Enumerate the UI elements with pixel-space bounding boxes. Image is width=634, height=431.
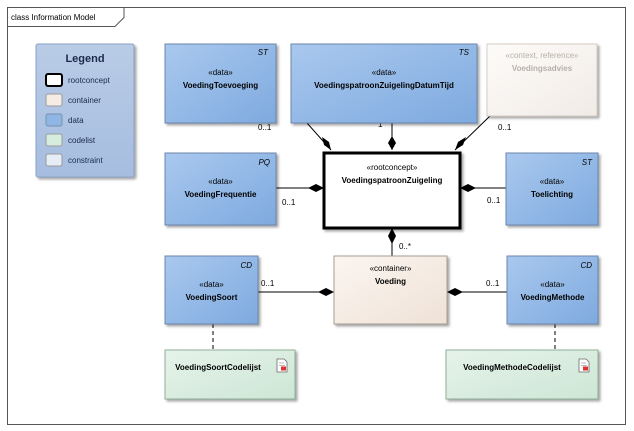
diamond-toevoeging	[322, 137, 331, 150]
diamond-methode	[447, 288, 463, 296]
class-datum-tijd[interactable]: TS «data» VoedingspatroonZuigelingDatumT…	[290, 43, 478, 124]
class-name: VoedingSoortCodelijst	[175, 363, 261, 372]
type-tag: PQ	[258, 158, 270, 167]
svg-text:container: container	[68, 96, 101, 105]
mult-methode: 0..1	[486, 279, 500, 288]
stereotype-label: «context, reference»	[506, 51, 579, 60]
svg-text:data: data	[68, 116, 84, 125]
diagram-frame	[7, 7, 626, 425]
type-tag: TS	[459, 48, 470, 57]
class-name: VoedingFrequentie	[185, 190, 257, 199]
diamond-soort	[318, 288, 334, 296]
diamond-frequentie	[308, 184, 324, 192]
frame-tab	[7, 7, 125, 27]
type-tag: CD	[240, 261, 252, 270]
mult-soort: 0..1	[261, 279, 275, 288]
diamond-voeding	[388, 228, 396, 244]
stereotype-label: «data»	[372, 68, 397, 77]
legend-item-constraint: constraint	[45, 153, 103, 167]
class-name: Toelichting	[531, 190, 573, 199]
mult-frequentie: 0..1	[282, 198, 296, 207]
class-toelichting[interactable]: ST «data» Toelichting	[505, 152, 599, 226]
frame-title: class Information Model	[11, 13, 96, 22]
legend: Legend rootconcept container data codeli…	[35, 43, 135, 178]
class-name: VoedingspatroonZuigelingDatumTijd	[314, 81, 454, 90]
class-name: VoedingMethode	[521, 293, 585, 302]
diamond-toelichting	[460, 184, 476, 192]
class-name: VoedingspatroonZuigeling	[342, 176, 443, 185]
mult-toevoeging: 0..1	[258, 123, 272, 132]
class-voeding-methode[interactable]: CD «data» VoedingMethode	[506, 255, 599, 325]
class-voeding-soort[interactable]: CD «data» VoedingSoort	[164, 255, 259, 325]
svg-text:rootconcept: rootconcept	[68, 76, 111, 85]
stereotype-label: «data»	[208, 177, 233, 186]
legend-title: Legend	[65, 53, 104, 65]
type-tag: CD	[580, 261, 592, 270]
stereotype-label: «data»	[540, 280, 565, 289]
class-name: VoedingMethodeCodelijst	[463, 363, 561, 372]
composition-diamonds	[308, 136, 476, 296]
svg-text:constraint: constraint	[68, 156, 103, 165]
mult-voedingsadvies: 0..1	[498, 123, 512, 132]
type-tag: ST	[582, 158, 593, 167]
class-name: VoedingSoort	[186, 293, 238, 302]
mult-toelichting: 0..1	[487, 196, 501, 205]
class-name: Voeding	[375, 277, 406, 286]
class-voeding-toevoeging[interactable]: ST «data» VoedingToevoeging	[164, 43, 277, 124]
stereotype-label: «data»	[199, 280, 224, 289]
stereotype-label: «data»	[540, 177, 565, 186]
class-voeding-frequentie[interactable]: PQ «data» VoedingFrequentie	[164, 152, 277, 226]
legend-item-container: container	[45, 93, 101, 107]
stereotype-label: «container»	[370, 264, 412, 273]
mult-voeding: 0..*	[399, 242, 411, 251]
class-voeding-methode-codelijst[interactable]: VoedingMethodeCodelijst	[445, 349, 599, 400]
stereotype-label: «rootconcept»	[367, 163, 418, 172]
class-name: VoedingToevoeging	[183, 81, 258, 90]
class-name: Voedingsadvies	[512, 64, 573, 73]
diamond-voedingsadvies	[455, 137, 466, 150]
legend-item-codelist: codelist	[45, 133, 96, 147]
document-icon	[578, 358, 590, 373]
type-tag: ST	[258, 48, 269, 57]
stereotype-label: «data»	[208, 68, 233, 77]
class-voeding-soort-codelijst[interactable]: VoedingSoortCodelijst	[164, 349, 296, 400]
diamond-datum-tijd	[388, 136, 396, 150]
class-voedingsadvies[interactable]: «context, reference» Voedingsadvies	[486, 43, 598, 117]
svg-text:codelist: codelist	[68, 136, 96, 145]
document-icon	[276, 358, 288, 373]
legend-item-data: data	[45, 113, 84, 127]
mult-datum-tijd: 1	[378, 120, 383, 129]
class-voedingspatroon-zuigeling[interactable]: «rootconcept» VoedingspatroonZuigeling	[322, 151, 462, 230]
class-voeding[interactable]: «container» Voeding	[333, 255, 448, 325]
legend-item-rootconcept: rootconcept	[45, 73, 111, 87]
